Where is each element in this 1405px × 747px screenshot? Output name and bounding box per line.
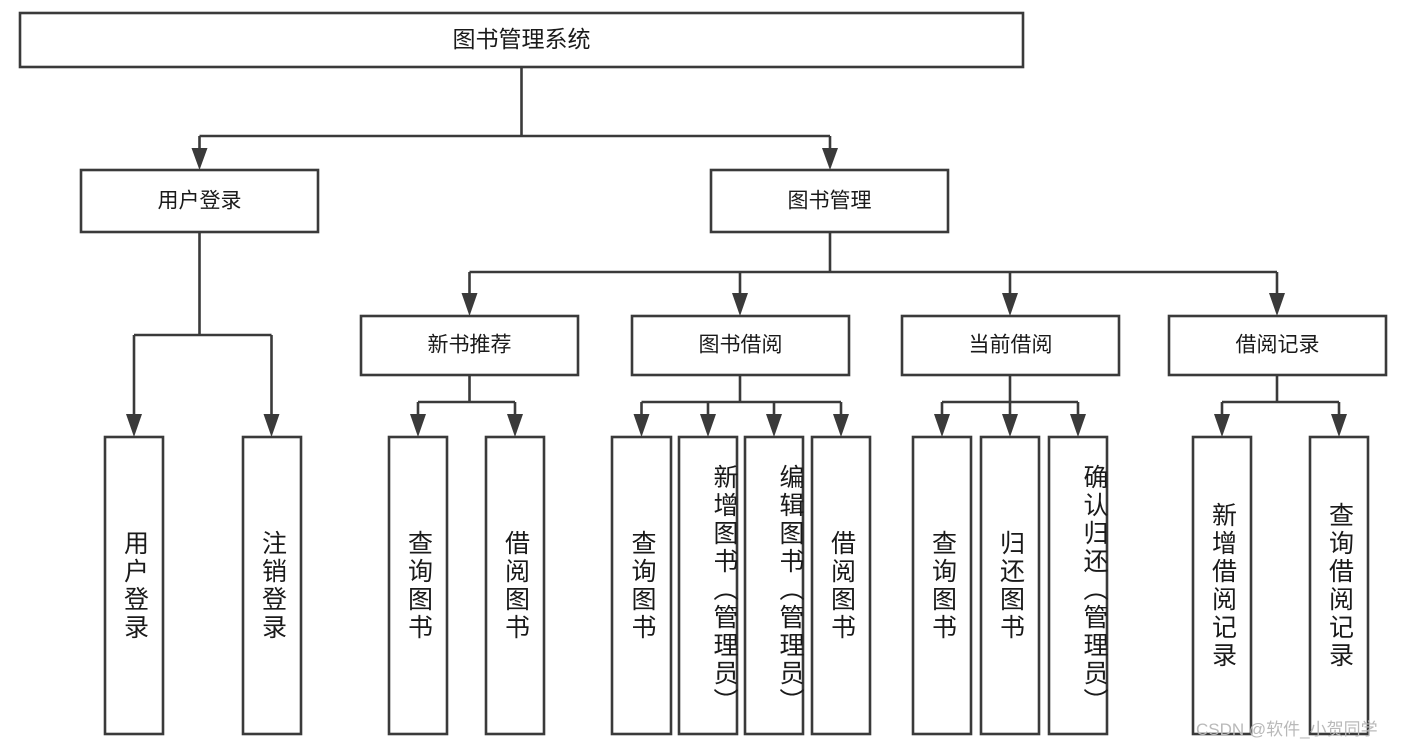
arrowhead-user-login-leaf1 — [126, 414, 142, 437]
node-book-manage[interactable]: 图书管理 — [709, 168, 950, 234]
watermark-text: CSDN @软件_小贺同学 — [1196, 720, 1378, 739]
arrowhead-current-leaf1 — [934, 414, 950, 437]
arrowhead-book-manage-to-borrow — [732, 293, 748, 316]
node-book-borrow-box[interactable] — [630, 314, 851, 377]
leaf-box-add-book[interactable] — [677, 435, 739, 736]
node-book-manage-box[interactable] — [709, 168, 950, 234]
arrowhead-borrow-leaf4 — [833, 414, 849, 437]
leaf-box-query-book-3[interactable] — [911, 435, 973, 736]
node-user-login-label: 用户登录 — [158, 190, 242, 213]
node-book-borrow-label: 图书借阅 — [699, 334, 783, 357]
node-book-borrow[interactable]: 图书借阅 — [630, 314, 851, 377]
node-new-book-recommend-box[interactable] — [359, 314, 580, 377]
arrowhead-recommend-leaf2 — [507, 414, 523, 437]
node-current-borrow[interactable]: 当前借阅 — [900, 314, 1121, 377]
leaf-box-edit-book[interactable] — [743, 435, 805, 736]
leaf-box-confirm-return[interactable] — [1047, 435, 1109, 736]
arrowhead-book-manage-to-record — [1269, 293, 1285, 316]
node-root-box[interactable] — [18, 11, 1025, 69]
connector-group-current — [934, 375, 1086, 437]
connector-group-borrow — [633, 375, 849, 437]
node-new-book-recommend[interactable]: 新书推荐 — [359, 314, 580, 377]
node-current-borrow-label: 当前借阅 — [969, 334, 1053, 357]
arrowhead-book-manage-to-current — [1002, 293, 1018, 316]
node-user-login[interactable]: 用户登录 — [79, 168, 320, 234]
leaf-box-return-book[interactable] — [979, 435, 1041, 736]
connector-group-book-manage — [461, 232, 1285, 316]
arrowhead-borrow-leaf3 — [766, 414, 782, 437]
node-root[interactable]: 图书管理系统 — [18, 11, 1025, 69]
arrowhead-borrow-leaf2 — [700, 414, 716, 437]
connector-group-recommend — [410, 375, 523, 437]
node-borrow-record[interactable]: 借阅记录 — [1167, 314, 1388, 377]
leaf-box-borrow-book-1[interactable] — [484, 435, 546, 736]
connector-group-user-login — [126, 232, 280, 437]
arrowhead-current-leaf2 — [1002, 414, 1018, 437]
leaf-boxes — [103, 435, 1370, 736]
arrowhead-recommend-leaf1 — [410, 414, 426, 437]
arrowhead-record-leaf2 — [1331, 414, 1347, 437]
node-borrow-record-label: 借阅记录 — [1236, 334, 1320, 357]
leaf-box-query-book-2[interactable] — [610, 435, 673, 736]
arrowhead-root-to-user-login — [191, 148, 208, 170]
arrowhead-user-login-leaf2 — [263, 414, 280, 437]
arrowhead-borrow-leaf1 — [633, 414, 650, 437]
leaf-box-query-book-1[interactable] — [387, 435, 449, 736]
arrowhead-root-to-book-manage — [822, 148, 838, 170]
leaf-box-add-record[interactable] — [1191, 435, 1253, 736]
arrowhead-current-leaf3 — [1070, 414, 1086, 437]
node-root-label: 图书管理系统 — [453, 26, 591, 52]
node-current-borrow-box[interactable] — [900, 314, 1121, 377]
leaf-box-user-login[interactable] — [103, 435, 165, 736]
leaf-box-query-record[interactable] — [1308, 435, 1370, 736]
leaf-box-borrow-book-2[interactable] — [810, 435, 872, 736]
node-borrow-record-box[interactable] — [1167, 314, 1388, 377]
node-user-login-box[interactable] — [79, 168, 320, 234]
node-new-book-recommend-label: 新书推荐 — [428, 334, 512, 357]
connector-group-record — [1214, 375, 1347, 437]
node-book-manage-label: 图书管理 — [788, 190, 872, 213]
leaf-box-logout[interactable] — [241, 435, 303, 736]
arrowhead-book-manage-to-recommend — [461, 293, 478, 316]
connector-group-root — [191, 67, 838, 170]
arrowhead-record-leaf1 — [1214, 414, 1230, 437]
